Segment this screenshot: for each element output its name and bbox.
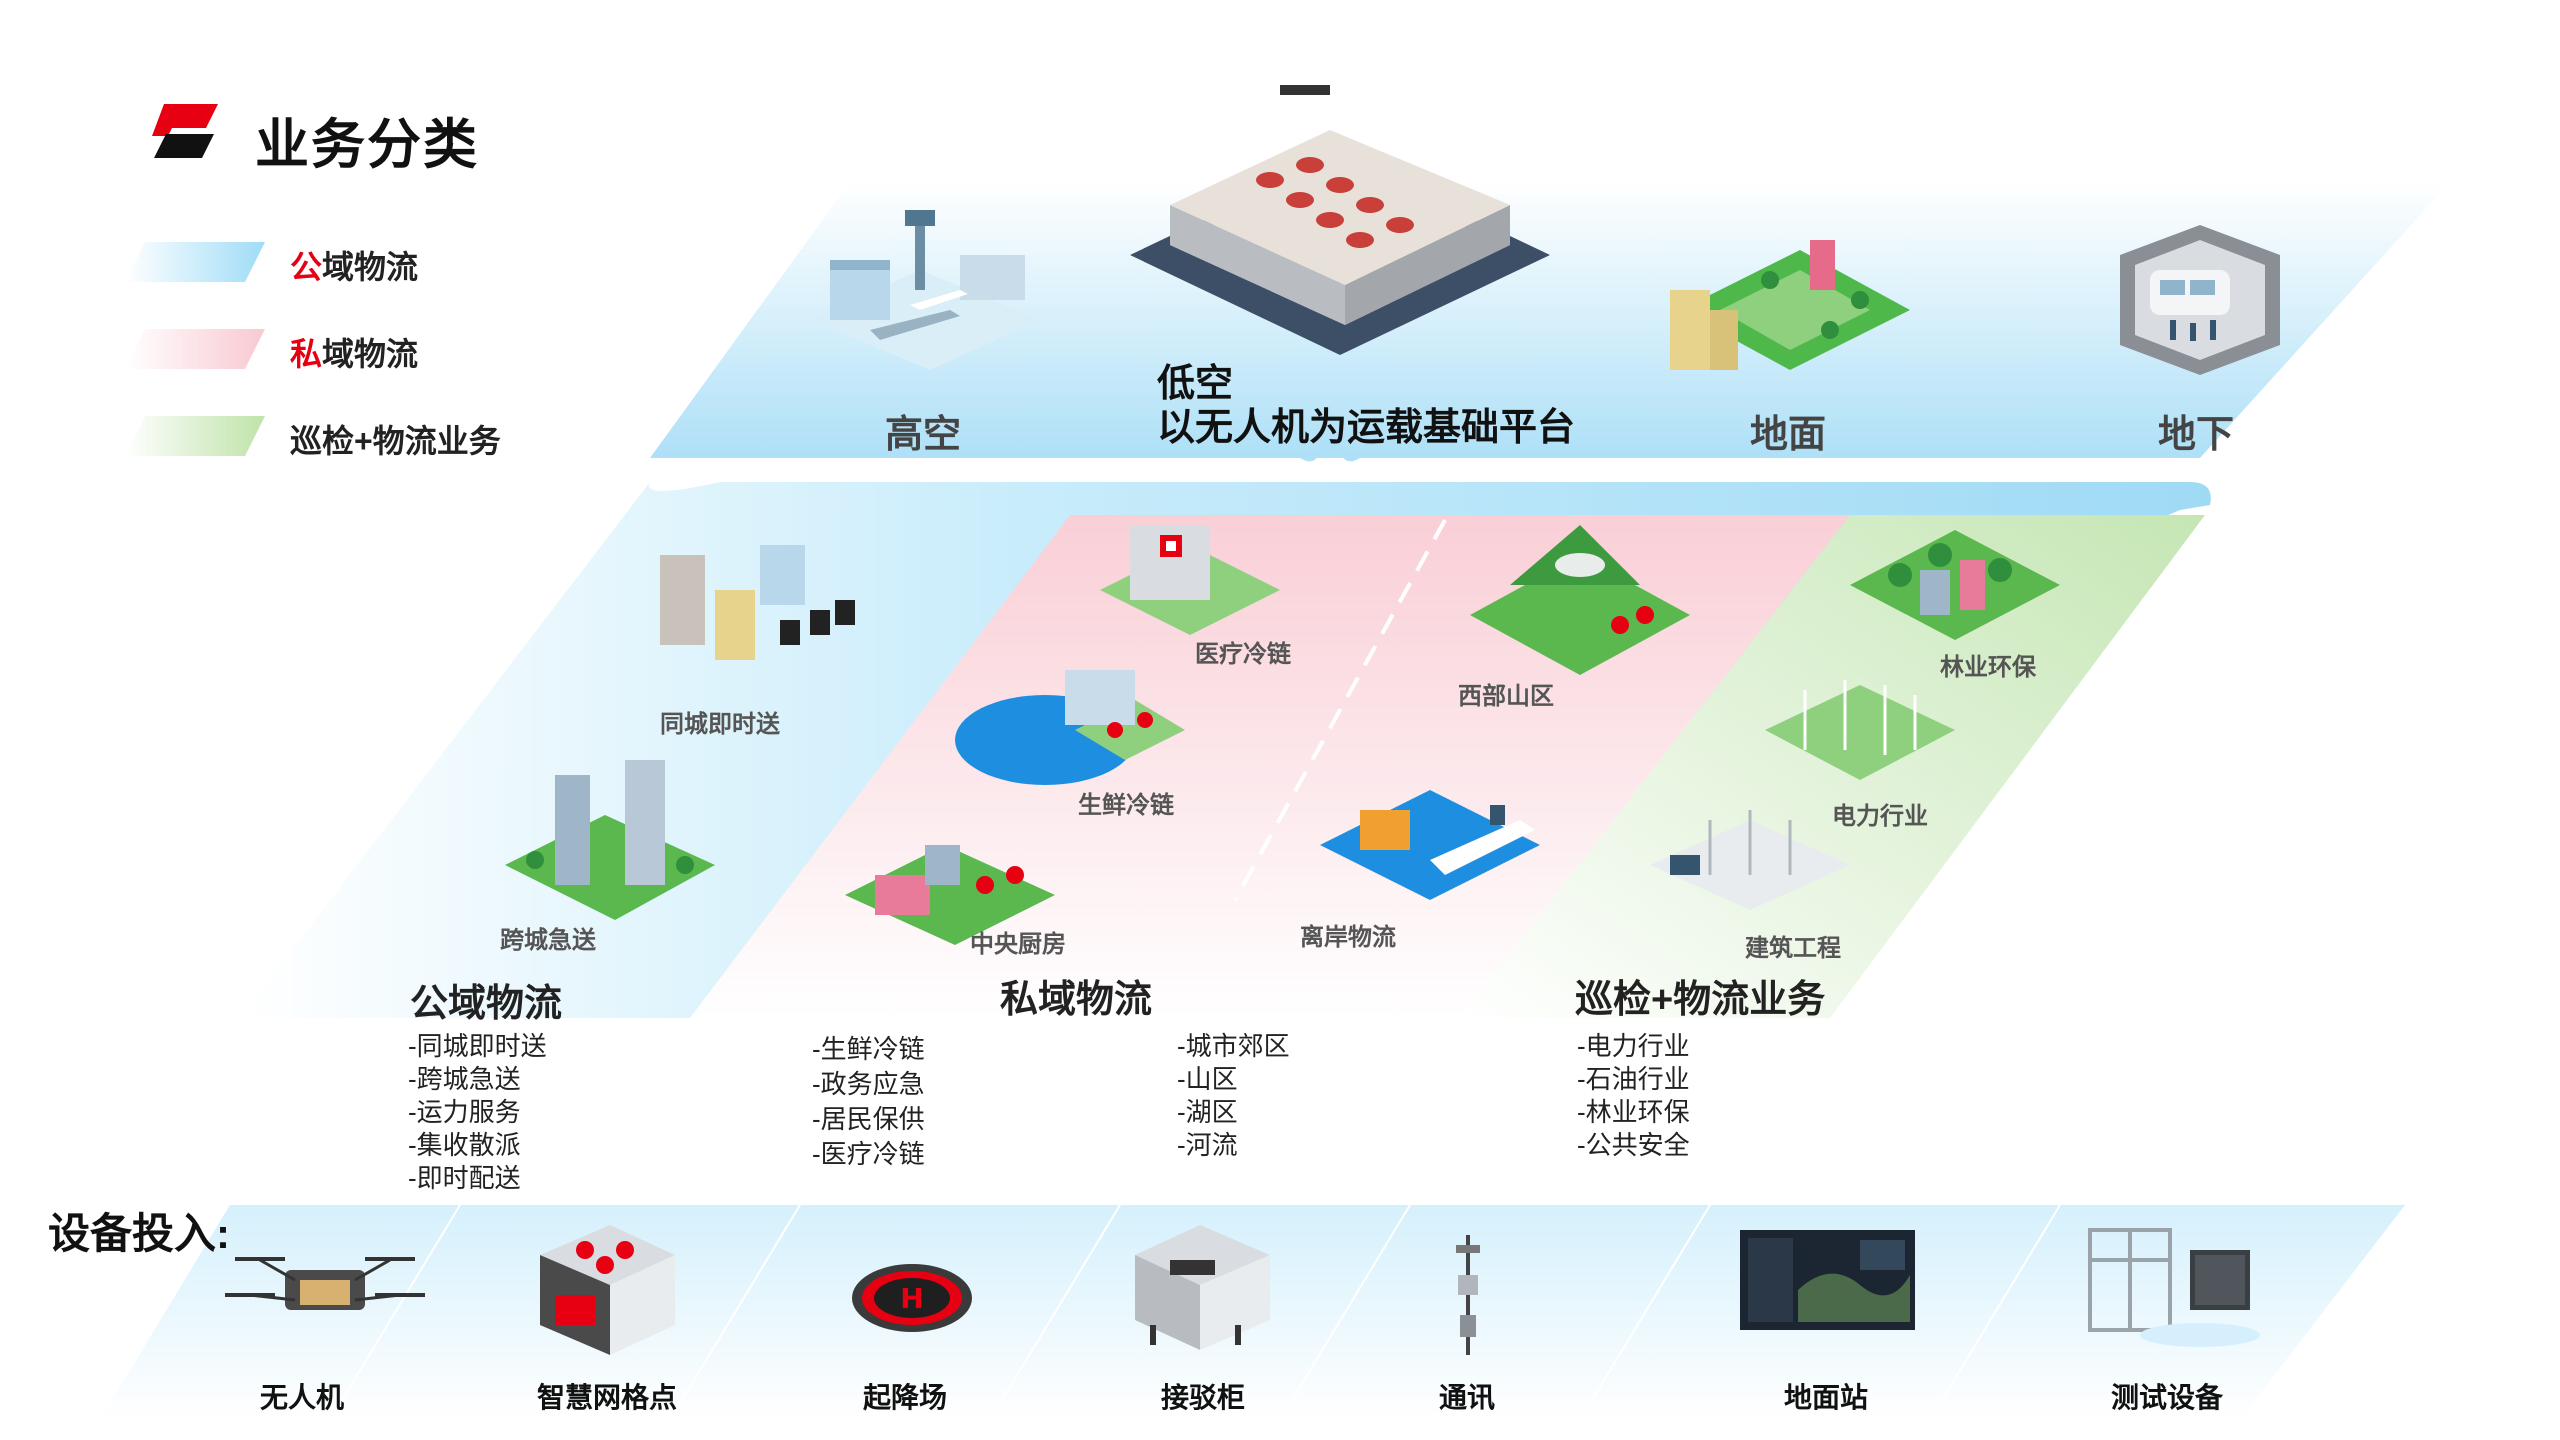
label-power-industry: 电力行业 [1832, 803, 1928, 830]
label-forestry: 林业环保 [1940, 654, 2036, 681]
list-item: -同城即时送 [408, 1031, 547, 1061]
forestry-illustration-icon [1850, 530, 2060, 640]
offshore-illustration-icon [1320, 790, 1540, 900]
svg-text:H: H [900, 1282, 923, 1315]
list-item: -湖区 [1177, 1097, 1238, 1127]
top-layer-plane [650, 182, 2450, 458]
label-cross-city: 跨城急送 [500, 927, 596, 954]
brand-logo-icon [152, 104, 218, 158]
subway-illustration-icon [2120, 225, 2280, 375]
label-central-kitchen: 中央厨房 [970, 931, 1066, 958]
label-same-city: 同城即时送 [660, 711, 780, 738]
transfer-locker-icon [1135, 1225, 1270, 1350]
list-item: -河流 [1177, 1130, 1238, 1160]
test-equipment-icon [2088, 1228, 2260, 1347]
cross-city-illustration-icon [505, 760, 715, 920]
list-private-left: -生鲜冷链 -政务应急 -居民保供 -医疗冷链 [812, 1032, 925, 1172]
label-fresh-cold-chain: 生鲜冷链 [1078, 792, 1174, 819]
equipment-label-transfer-locker: 接驳柜 [1160, 1382, 1246, 1413]
label-drone-platform: 以无人机为运载基础平台 [1157, 407, 1576, 449]
list-item: -电力行业 [1577, 1031, 1690, 1061]
equipment-label-ground-station: 地面站 [1783, 1382, 1869, 1413]
category-title-inspection: 巡检+物流业务 [1575, 979, 1826, 1021]
category-title-public: 公域物流 [410, 983, 563, 1025]
legend-swatch-green [125, 416, 265, 456]
equipment-label-communication: 通讯 [1438, 1382, 1496, 1413]
list-item: -居民保供 [812, 1104, 925, 1134]
drone-icon [225, 1257, 425, 1310]
legend-label-inspection: 巡检+物流业务 [290, 423, 501, 459]
list-item: -山区 [1177, 1064, 1238, 1094]
list-inspection: -电力行业 -石油行业 -林业环保 -公共安全 [1577, 1030, 1690, 1162]
category-title-private: 私域物流 [1000, 979, 1153, 1021]
list-item: -城市郊区 [1177, 1031, 1290, 1061]
communication-tower-icon [1456, 1235, 1480, 1355]
list-item: -跨城急送 [408, 1064, 521, 1094]
equipment-label-drone: 无人机 [259, 1382, 345, 1413]
list-item: -即时配送 [408, 1163, 521, 1193]
legend-label-public: 公域物流 [290, 249, 419, 285]
city-ground-illustration-icon [1670, 240, 1910, 370]
mountain-illustration-icon [1470, 525, 1690, 675]
label-west-mountain: 西部山区 [1458, 683, 1554, 710]
equipment-label-test-equipment: 测试设备 [2110, 1382, 2224, 1413]
list-item: -运力服务 [408, 1097, 521, 1127]
list-item: -医疗冷链 [812, 1139, 925, 1169]
page-title: 业务分类 [255, 115, 479, 175]
label-construction: 建筑工程 [1745, 935, 1841, 962]
construction-illustration-icon [1650, 810, 1850, 910]
list-item: -生鲜冷链 [812, 1034, 925, 1064]
equipment-label-landing-pad: 起降场 [862, 1382, 948, 1413]
legend-swatch-blue [125, 242, 265, 282]
ground-station-icon [1740, 1230, 1915, 1330]
medical-illustration-icon [1100, 525, 1280, 635]
label-low-altitude: 低空 [1157, 363, 1234, 405]
legend-swatch-pink [125, 329, 265, 369]
label-ground: 地面 [1750, 414, 1827, 456]
hub-building-illustration-icon [1130, 85, 1550, 355]
list-item: -集收散派 [408, 1130, 521, 1160]
landing-pad-icon: H [852, 1264, 972, 1332]
legend-private: 私域物流 [125, 325, 605, 373]
kitchen-illustration-icon [845, 845, 1055, 945]
label-offshore-logistics: 离岸物流 [1300, 924, 1396, 951]
power-illustration-icon [1765, 680, 1955, 780]
list-item: -政务应急 [812, 1069, 925, 1099]
label-medical-cold-chain: 医疗冷链 [1195, 641, 1291, 668]
list-public: -同城即时送 -跨城急送 -运力服务 -集收散派 -即时配送 [408, 1030, 547, 1195]
legend-inspection: 巡检+物流业务 [125, 412, 605, 460]
label-high-altitude: 高空 [885, 414, 962, 456]
label-underground: 地下 [2158, 414, 2235, 456]
legend-public: 公域物流 [125, 238, 605, 286]
smart-grid-point-icon [540, 1225, 675, 1355]
equipment-label-grid-point: 智慧网格点 [536, 1382, 678, 1413]
airport-illustration-icon [810, 210, 1040, 370]
same-city-illustration-icon [660, 545, 855, 660]
list-item: -石油行业 [1577, 1064, 1690, 1094]
list-private-right: -城市郊区 -山区 -湖区 -河流 [1177, 1030, 1290, 1162]
list-item: -林业环保 [1577, 1097, 1690, 1127]
fresh-illustration-icon [955, 670, 1185, 785]
legend-label-private: 私域物流 [290, 336, 419, 372]
list-item: -公共安全 [1577, 1130, 1690, 1160]
equipment-title: 设备投入: [48, 1210, 230, 1257]
inspection-zone [1460, 515, 2205, 1018]
